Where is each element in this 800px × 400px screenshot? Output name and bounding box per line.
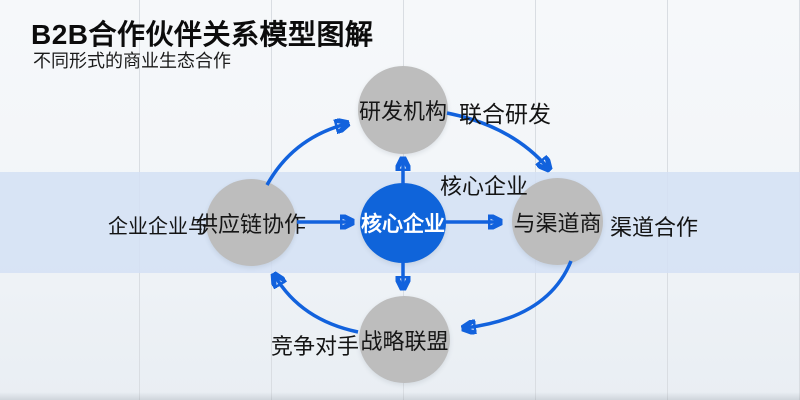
arrow-bottom-to-left-curve xyxy=(275,276,359,334)
node-channel-vendor-label: 与渠道商 xyxy=(513,210,602,236)
node-strategic-alliance[interactable]: 战略联盟 xyxy=(359,296,450,383)
node-rd-institution[interactable]: 研发机构 xyxy=(358,66,448,154)
node-core-enterprise[interactable]: 核心企业 xyxy=(360,183,446,263)
annotation-joint-rd: 联合研发 xyxy=(459,101,551,127)
node-supply-chain-label: 供应链协作 xyxy=(196,211,307,237)
node-channel-vendor[interactable]: 与渠道商 xyxy=(512,178,603,265)
annotation-competitors: 竞争对手 xyxy=(271,334,360,359)
annotation-enterprise-with: 企业企业与 xyxy=(108,216,208,238)
node-supply-chain[interactable]: 供应链协作 xyxy=(196,179,306,266)
page-title: B2B合作伙伴关系模型图解 xyxy=(31,19,374,50)
annotation-core-enterprise: 核心企业 xyxy=(440,174,529,199)
bottom-edge-shadow xyxy=(0,392,800,400)
annotation-channel-coop: 渠道合作 xyxy=(610,215,699,240)
arrow-left-to-top-curve xyxy=(265,124,346,186)
node-core-enterprise-label: 核心企业 xyxy=(361,213,445,236)
node-rd-institution-label: 研发机构 xyxy=(358,99,447,124)
arrow-top-to-right-curve xyxy=(446,111,548,168)
arrow-right-to-bottom-curve xyxy=(465,260,573,328)
page-subtitle: 不同形式的商业生态合作 xyxy=(33,51,231,71)
node-strategic-alliance-label: 战略联盟 xyxy=(360,328,449,354)
